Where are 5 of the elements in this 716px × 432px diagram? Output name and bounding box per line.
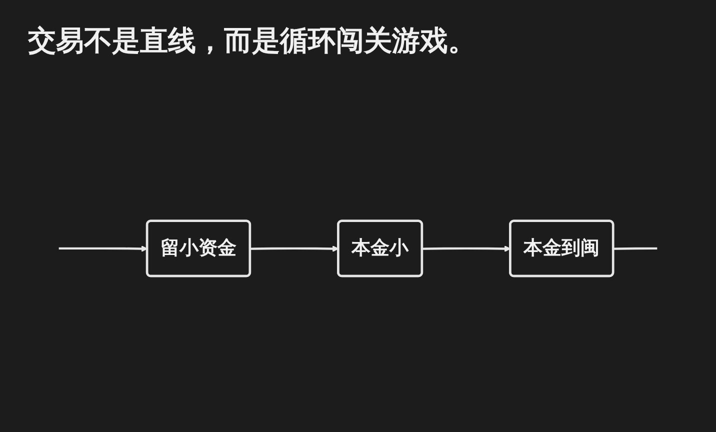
- arrow: [250, 245, 339, 252]
- arrow: [422, 245, 511, 252]
- arrow: [58, 245, 148, 252]
- connector: [613, 246, 658, 250]
- title: 交易不是直线，而是循环闯关游戏。: [27, 23, 477, 59]
